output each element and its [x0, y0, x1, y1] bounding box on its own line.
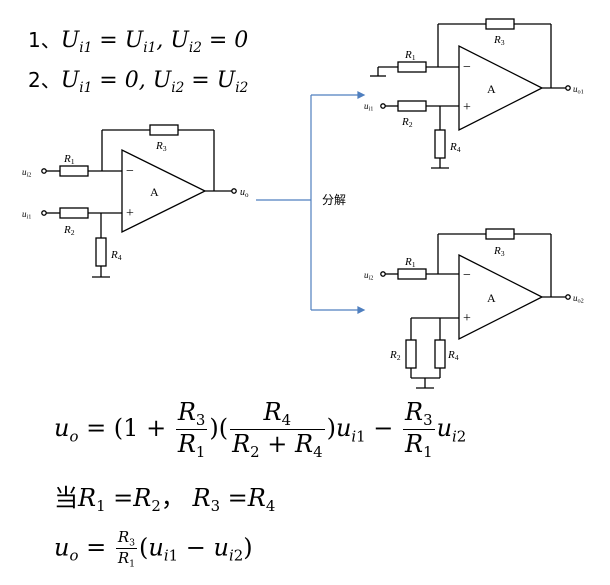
left-ui2-label: ui2 [22, 167, 31, 179]
split-arrows [256, 91, 366, 314]
top-r2-label: R2 [401, 116, 413, 129]
bottom-r1 [397, 268, 427, 280]
top-minus-label: − [463, 60, 471, 75]
bottom-opamp [458, 253, 544, 341]
case-2-number: 2、 [28, 67, 61, 92]
bottom-ui2-label: ui2 [364, 270, 373, 282]
left-r4 [95, 237, 107, 267]
top-opamp [458, 44, 544, 132]
top-r2 [397, 100, 427, 112]
case-2: 2、Ui1 = 0, Ui2 = Ui2 [28, 64, 248, 104]
left-uo-label: uo [240, 187, 249, 199]
condition-line: 当R1 =R2， R3 =R4 [54, 484, 276, 516]
left-circuit [41, 124, 237, 278]
case-1: 1、Ui1 = Ui1, Ui2 = 0 [28, 24, 248, 64]
bottom-uo2-label: uo2 [573, 293, 584, 305]
left-r1-label: R1 [63, 153, 75, 166]
bottom-r3-label: R3 [493, 245, 505, 258]
left-r3-label: R3 [155, 140, 167, 153]
bottom-circuit [380, 228, 571, 389]
top-r3 [485, 18, 515, 30]
case-1-equation: Ui1 = Ui1, Ui2 = 0 [60, 28, 249, 56]
bottom-r1-label: R1 [404, 256, 416, 269]
bottom-r4 [434, 339, 446, 369]
bottom-amp-label: A [487, 291, 496, 305]
case-2-equation: Ui1 = 0, Ui2 = Ui2 [60, 67, 249, 96]
left-r3 [149, 124, 179, 136]
bottom-r4-label: R4 [447, 349, 459, 362]
bottom-r2 [405, 339, 417, 369]
case-list: 1、Ui1 = Ui1, Ui2 = 0 2、Ui1 = 0, Ui2 = Ui… [28, 24, 248, 104]
left-r1 [59, 165, 89, 177]
top-amp-label: A [487, 82, 496, 96]
left-ui1-label: ui1 [22, 209, 31, 221]
left-minus-label: − [126, 164, 134, 179]
top-plus-label: + [463, 100, 471, 115]
left-r4-label: R4 [110, 249, 122, 262]
top-r1 [397, 61, 427, 73]
bottom-r3 [485, 228, 515, 240]
left-r2-label: R2 [63, 224, 75, 237]
top-r1-label: R1 [404, 49, 416, 62]
bottom-minus-label: − [463, 268, 471, 283]
bottom-r2-label: R2 [389, 349, 401, 362]
left-opamp [121, 148, 207, 234]
bottom-plus-label: + [463, 311, 471, 326]
split-label: 分解 [322, 193, 346, 207]
top-r3-label: R3 [493, 34, 505, 47]
left-plus-label: + [126, 206, 134, 221]
case-1-number: 1、 [28, 28, 61, 52]
top-circuit [370, 18, 571, 169]
top-uo1-label: uo1 [573, 84, 584, 96]
top-r4 [434, 129, 446, 159]
top-r4-label: R4 [449, 141, 461, 154]
left-r2 [59, 207, 89, 219]
left-amp-label: A [150, 185, 159, 199]
top-ui1-label: ui1 [364, 101, 373, 113]
